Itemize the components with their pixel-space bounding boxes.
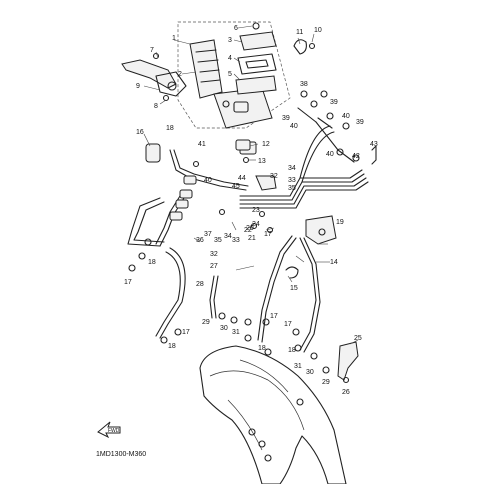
- callout: 8: [154, 103, 158, 110]
- callout: 7: [150, 47, 154, 54]
- callout: 23: [252, 207, 260, 214]
- callout: 30: [220, 325, 228, 332]
- callout: 15: [290, 285, 298, 292]
- callout: 36: [196, 237, 204, 244]
- hose-27: [209, 275, 219, 319]
- callout: 37: [204, 231, 212, 238]
- callout: 35: [214, 237, 222, 244]
- reservoir-cap-stack: [235, 22, 277, 95]
- callout: 33: [288, 177, 296, 184]
- callout: 24: [252, 221, 260, 228]
- callout: 29: [322, 379, 330, 386]
- callout: 39: [282, 115, 290, 122]
- union-bolts-right: [297, 90, 360, 162]
- callout: 17: [124, 279, 132, 286]
- joint-bracket-19: [305, 215, 337, 245]
- callout: 40: [342, 113, 350, 120]
- master-cylinder-group-outline: [177, 21, 291, 129]
- master-cylinder: [189, 39, 273, 129]
- bolt-44: [371, 145, 377, 165]
- callout: 34: [288, 165, 296, 172]
- callout: 18: [288, 347, 296, 354]
- callout: 11: [296, 29, 303, 36]
- brake-lever: [121, 59, 187, 97]
- callout: 33: [232, 237, 240, 244]
- callout: 4: [228, 55, 232, 62]
- callout: 16: [136, 129, 144, 136]
- callout: 5: [228, 71, 232, 78]
- hose-holder-45: [255, 175, 277, 191]
- callout: 20: [246, 225, 254, 232]
- callout: 40: [290, 123, 298, 130]
- callout: 26: [342, 389, 350, 396]
- callout: 2: [178, 71, 182, 78]
- callout: 35: [288, 185, 296, 192]
- callout: 18: [148, 259, 156, 266]
- callout: 17: [284, 321, 292, 328]
- callout: 39: [330, 99, 338, 106]
- callout: 17: [264, 231, 272, 238]
- callout-labels: 1 2 3 4 5 6 7 8 9 10 11 12 13 14 15 16 1…: [124, 25, 378, 396]
- callout: 14: [330, 259, 338, 266]
- fwd-label: FWD: [108, 428, 120, 434]
- callout: 39: [356, 119, 364, 126]
- callout: 18: [166, 125, 174, 132]
- callout: 28: [196, 281, 204, 288]
- callout: 32: [270, 173, 278, 180]
- callout: 25: [354, 335, 362, 342]
- leader-lines: [143, 25, 359, 345]
- callout: 32: [210, 251, 218, 258]
- bracket-25: [337, 341, 359, 384]
- callout: 9: [136, 83, 140, 90]
- callout: 21: [248, 235, 256, 242]
- callout: 31: [232, 329, 240, 336]
- callout: 13: [258, 158, 266, 165]
- fwd-arrow-icon: FWD: [97, 421, 121, 438]
- callout: 17: [182, 329, 190, 336]
- callout: 29: [202, 319, 210, 326]
- bolts-and-washers: [128, 52, 330, 374]
- hose-clamp-top: [293, 39, 316, 55]
- callout: 6: [234, 25, 238, 32]
- callout: 45: [232, 183, 240, 190]
- callout: 10: [314, 27, 322, 34]
- callout: 40: [204, 177, 212, 184]
- callout: 42: [352, 153, 360, 160]
- document-id: 1MD1300-M360: [96, 451, 147, 458]
- front-fender: [199, 345, 347, 484]
- callout: 1: [172, 35, 176, 42]
- brake-pipe-bundle: [239, 121, 369, 209]
- callout: 22: [244, 227, 252, 234]
- callout: 12: [262, 141, 270, 148]
- callout: 38: [300, 81, 308, 88]
- callout: 34: [224, 233, 232, 240]
- callout: 30: [306, 369, 314, 376]
- callout: 3: [228, 37, 232, 44]
- callout: 43: [370, 141, 378, 148]
- callout: 18: [168, 343, 176, 350]
- callout: 18: [258, 345, 266, 352]
- brake-hoses-right: [257, 235, 321, 353]
- callout: 19: [336, 219, 344, 226]
- callout: 40: [326, 151, 334, 158]
- callout: 27: [210, 263, 218, 270]
- callout: 17: [270, 313, 278, 320]
- callout: 44: [238, 175, 246, 182]
- callout: 31: [294, 363, 302, 370]
- callout: 41: [198, 141, 206, 148]
